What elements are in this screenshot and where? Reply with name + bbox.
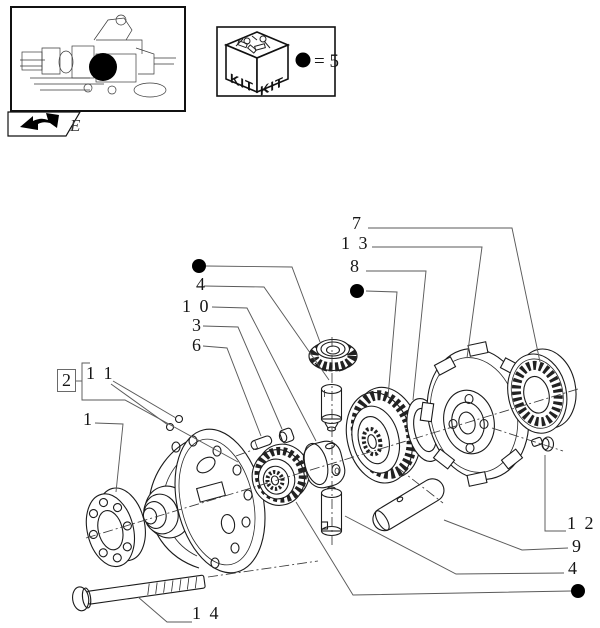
kit-marker-dot xyxy=(192,259,206,273)
nav-banner[interactable] xyxy=(7,111,82,137)
small-pin-part xyxy=(250,435,273,450)
callout-2-boxed[interactable]: 2 xyxy=(57,369,76,392)
legend-equals-text: = 5 xyxy=(314,51,339,72)
lock-pins-part xyxy=(165,414,184,432)
spider-block-part xyxy=(302,440,346,489)
callout-12[interactable]: 1 2 xyxy=(567,513,596,533)
callout-6[interactable]: 6 xyxy=(192,335,203,355)
callout-4-bottom[interactable]: 4 xyxy=(568,558,579,578)
callout-3[interactable]: 3 xyxy=(192,315,203,335)
shaft-pin-part xyxy=(372,478,445,532)
return-arrow-icon xyxy=(20,113,59,130)
callout-7[interactable]: 7 xyxy=(352,213,363,233)
kit-legend-box: KIT KIT = 5 xyxy=(216,26,339,99)
carrier-part xyxy=(419,341,537,487)
bearing-part xyxy=(507,348,577,434)
centerlines xyxy=(85,337,579,578)
page-letter: E xyxy=(70,116,81,135)
callout-4-top[interactable]: 4 xyxy=(196,274,207,294)
ring-bearing-part xyxy=(85,487,146,568)
callout-11[interactable]: 1 1 xyxy=(86,363,115,383)
bolt-part xyxy=(72,574,206,612)
tractor-schematic xyxy=(20,14,176,98)
legend-kit-dot xyxy=(295,52,311,68)
diff-case-part xyxy=(142,428,266,574)
roller-upper-part xyxy=(320,383,343,432)
callout-13[interactable]: 1 3 xyxy=(341,233,370,253)
small-bolt-part xyxy=(531,436,555,452)
highlight-dot xyxy=(89,53,117,81)
callout-1[interactable]: 1 xyxy=(83,409,94,429)
kit-marker-dot xyxy=(571,584,585,598)
kit-cube-icon: KIT KIT xyxy=(223,31,291,99)
bevel-gear-part xyxy=(345,386,421,484)
spider-gear-part xyxy=(308,338,358,372)
bushing-part xyxy=(278,427,295,444)
callout-10[interactable]: 1 0 xyxy=(182,296,211,316)
callout-8[interactable]: 8 xyxy=(350,256,361,276)
roller-lower-part xyxy=(320,486,343,537)
callout-14[interactable]: 1 4 xyxy=(192,603,221,623)
callout-9[interactable]: 9 xyxy=(572,536,583,556)
kit-marker-dot xyxy=(350,284,364,298)
overview-thumbnail[interactable] xyxy=(10,6,186,112)
leader-lines xyxy=(76,227,572,623)
